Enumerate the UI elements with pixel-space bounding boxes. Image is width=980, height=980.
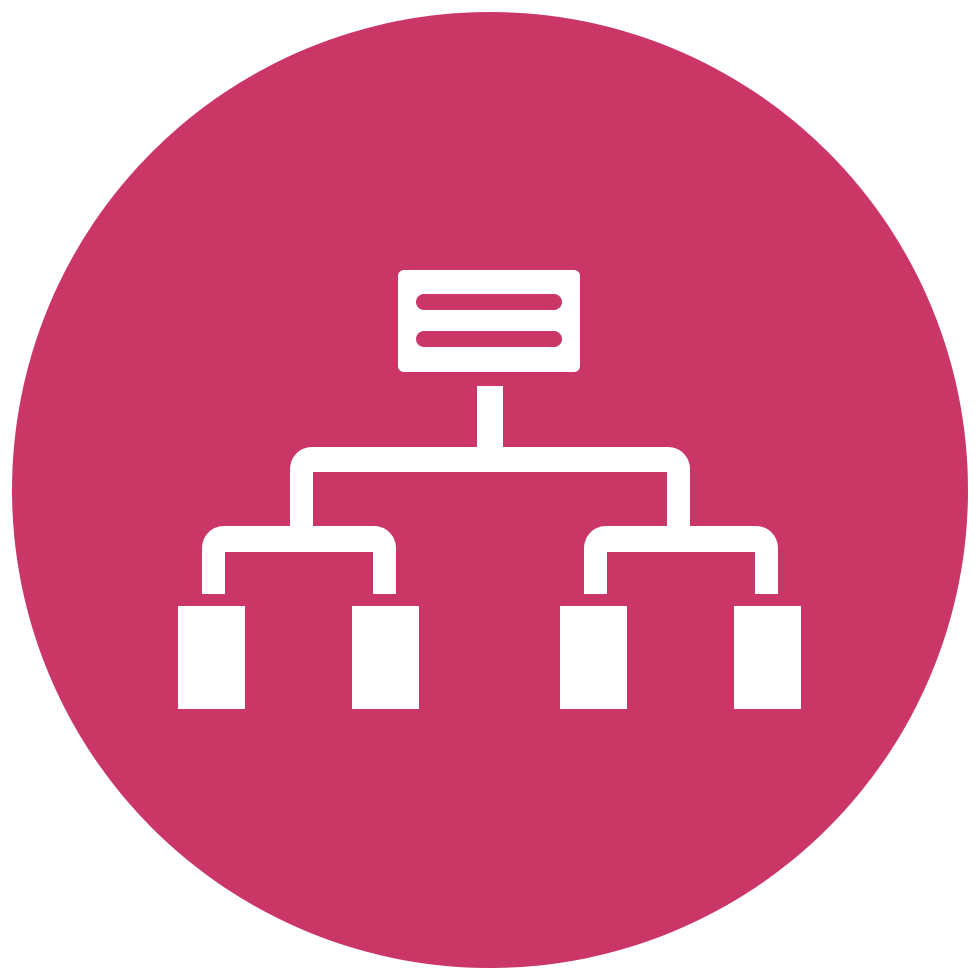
leaf-node-1 — [178, 606, 245, 709]
org-chart-glyph — [178, 270, 801, 709]
root-node-line-1 — [416, 294, 562, 310]
leaf-node-2 — [352, 606, 419, 709]
badge-circle — [12, 12, 968, 968]
leaf-node-4 — [734, 606, 801, 709]
connector-lines — [202, 386, 778, 594]
root-node-line-2 — [416, 331, 562, 347]
leaf-node-3 — [560, 606, 627, 709]
root-node — [398, 270, 580, 372]
